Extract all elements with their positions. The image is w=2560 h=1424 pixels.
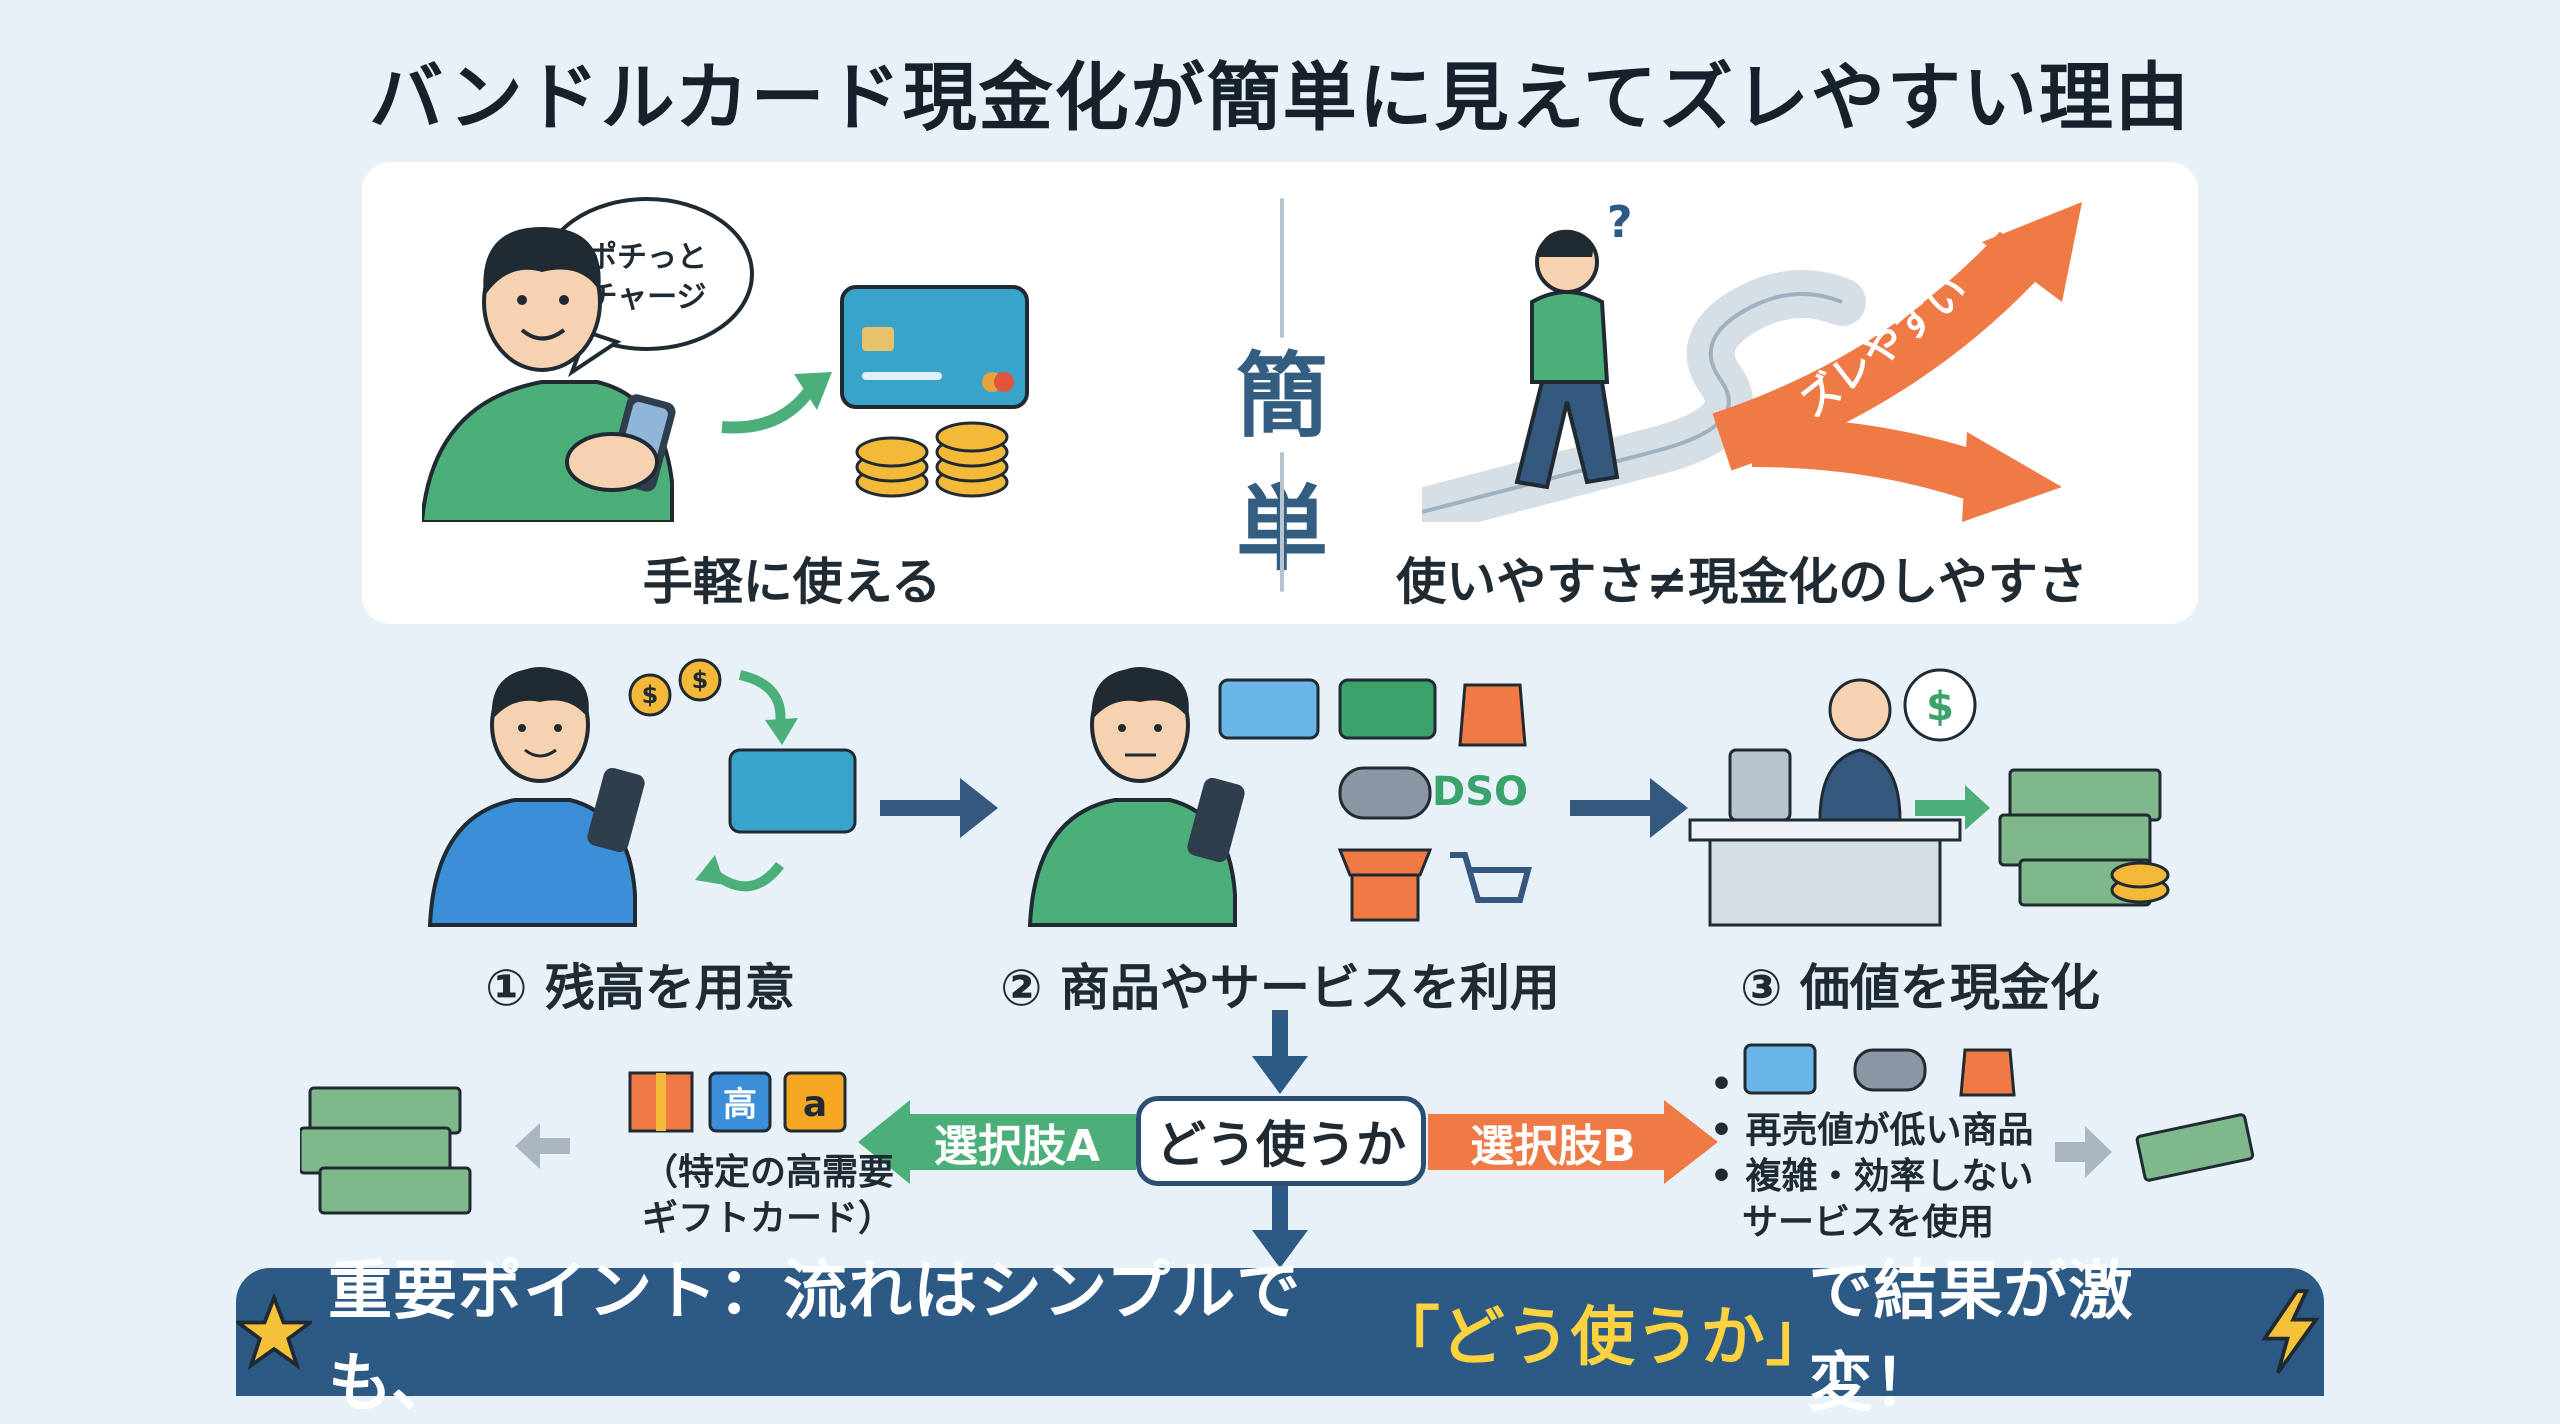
logo-text: DSO: [1432, 769, 1528, 815]
svg-text:$: $: [692, 666, 709, 694]
decision-box: どう使うか: [1136, 1096, 1426, 1186]
winding-road-illustration: ? ズレやすい: [1422, 197, 2082, 522]
option-b-list: • • 再売値が低い商品 • 複雑・効率しない サービスを使用: [1710, 1062, 2070, 1246]
step-3-label: ③ 価値を現金化: [1740, 959, 2100, 1017]
amazon-icon: a: [783, 1071, 847, 1133]
option-a-note: （特定の高需要 ギフトカード）: [618, 1150, 918, 1242]
store-icon: [1337, 848, 1433, 922]
option-b-item-1-text: 再売値が低い商品: [1745, 1110, 2034, 1151]
question-mark-icon: ?: [1607, 197, 1633, 248]
right-caption: 使いやすさ≠現金化のしやすさ: [1396, 553, 2088, 611]
svg-text:$: $: [1926, 684, 1954, 730]
shopping-bag-icon-b: [1959, 1048, 2016, 1097]
credit-card-icon: [840, 285, 1029, 409]
option-b-item-2: • 複雑・効率しない: [1710, 1156, 2034, 1197]
top-divider-lower: [1280, 452, 1284, 592]
gamepad-icon-b: [1853, 1048, 1927, 1092]
gamepad-icon: [1338, 766, 1432, 820]
cash-stack-icon: [1998, 768, 2170, 907]
top-divider-upper: [1280, 198, 1284, 338]
dollar-bubble-icon: $: [1903, 668, 1977, 742]
page-title: バンドルカード現金化が簡単に見えてズレやすい理由: [369, 55, 2191, 141]
banner-prefix: 重要ポイント：流れはシンプルでも、: [328, 1255, 1302, 1421]
option-a-note-line-2: ギフトカード）: [641, 1198, 894, 1239]
icon-text-kou: 高: [723, 1085, 757, 1125]
svg-text:$: $: [642, 681, 659, 709]
coin-icon-1: [628, 658, 722, 717]
bubble-line-1: ポチっと: [587, 240, 707, 275]
step-2-label: ② 商品やサービスを利用: [1000, 959, 1560, 1017]
takashimaya-icon: [708, 1071, 772, 1133]
lightning-icon: [2261, 1289, 2321, 1375]
option-a-label: 選択肢A: [933, 1121, 1101, 1172]
gift-card-icon: [1218, 678, 1320, 740]
banner-suffix: で結果が激変！: [1808, 1255, 2134, 1421]
key-point-banner: 重要ポイント：流れはシンプルでも、 「どう使うか」 で結果が激変！: [236, 1255, 2324, 1421]
option-b-item-3-text: サービスを使用: [1742, 1202, 1995, 1243]
cash-stack-icon-a: [300, 1086, 472, 1215]
gift-card-icon-b: [1743, 1043, 1817, 1095]
option-b-item-3: サービスを使用: [1710, 1200, 2070, 1246]
down-arrow-lower: [1252, 1186, 1308, 1268]
option-b-arrow: 選択肢B: [1428, 1100, 1718, 1184]
option-b-illustration: [1743, 1043, 2255, 1182]
steps-illustration: $ $ DSO $: [427, 658, 2170, 927]
option-b-label: 選択肢B: [1470, 1121, 1636, 1172]
option-b-bullet-0: •: [1710, 1064, 1734, 1105]
option-b-item-1: • 再売値が低い商品: [1710, 1110, 2034, 1151]
cart-icon: [1450, 852, 1532, 903]
step-arrow-2: [1570, 778, 1688, 838]
bubble-line-2: チャージ: [587, 280, 706, 315]
left-caption: 手軽に使える: [642, 553, 942, 611]
cashier-icon: [1688, 678, 1962, 927]
option-a-note-line-1: （特定の高需要: [641, 1152, 894, 1193]
step-arrow-1: [880, 778, 998, 838]
person-charging-illustration: ポチっと チャージ: [422, 197, 1029, 522]
banner-highlight: 「どう使うか」: [1375, 1301, 1831, 1375]
option-b-item-2-text: 複雑・効率しない: [1745, 1156, 2034, 1197]
star-icon: [236, 1292, 313, 1371]
svg-text:a: a: [803, 1084, 827, 1125]
top-panel: ポチっと チャージ 手軽に使える 簡単: [362, 162, 2198, 624]
shopping-bag-icon: [1458, 683, 1527, 747]
option-a-arrow: 選択肢A: [858, 1100, 1136, 1184]
down-arrow-upper: [1252, 1010, 1308, 1094]
apple-card-icon: [1338, 678, 1437, 740]
gift-box-icon: [628, 1071, 694, 1133]
step-1-label: ① 残高を用意: [485, 959, 795, 1017]
cash-bill-icon: [2135, 1113, 2255, 1182]
option-a-illustration: 高 a: [300, 1071, 847, 1215]
coin-stack-icon: [855, 421, 1009, 498]
credit-card-icon-2: [728, 748, 857, 834]
curved-arrow-icon: [721, 383, 817, 434]
